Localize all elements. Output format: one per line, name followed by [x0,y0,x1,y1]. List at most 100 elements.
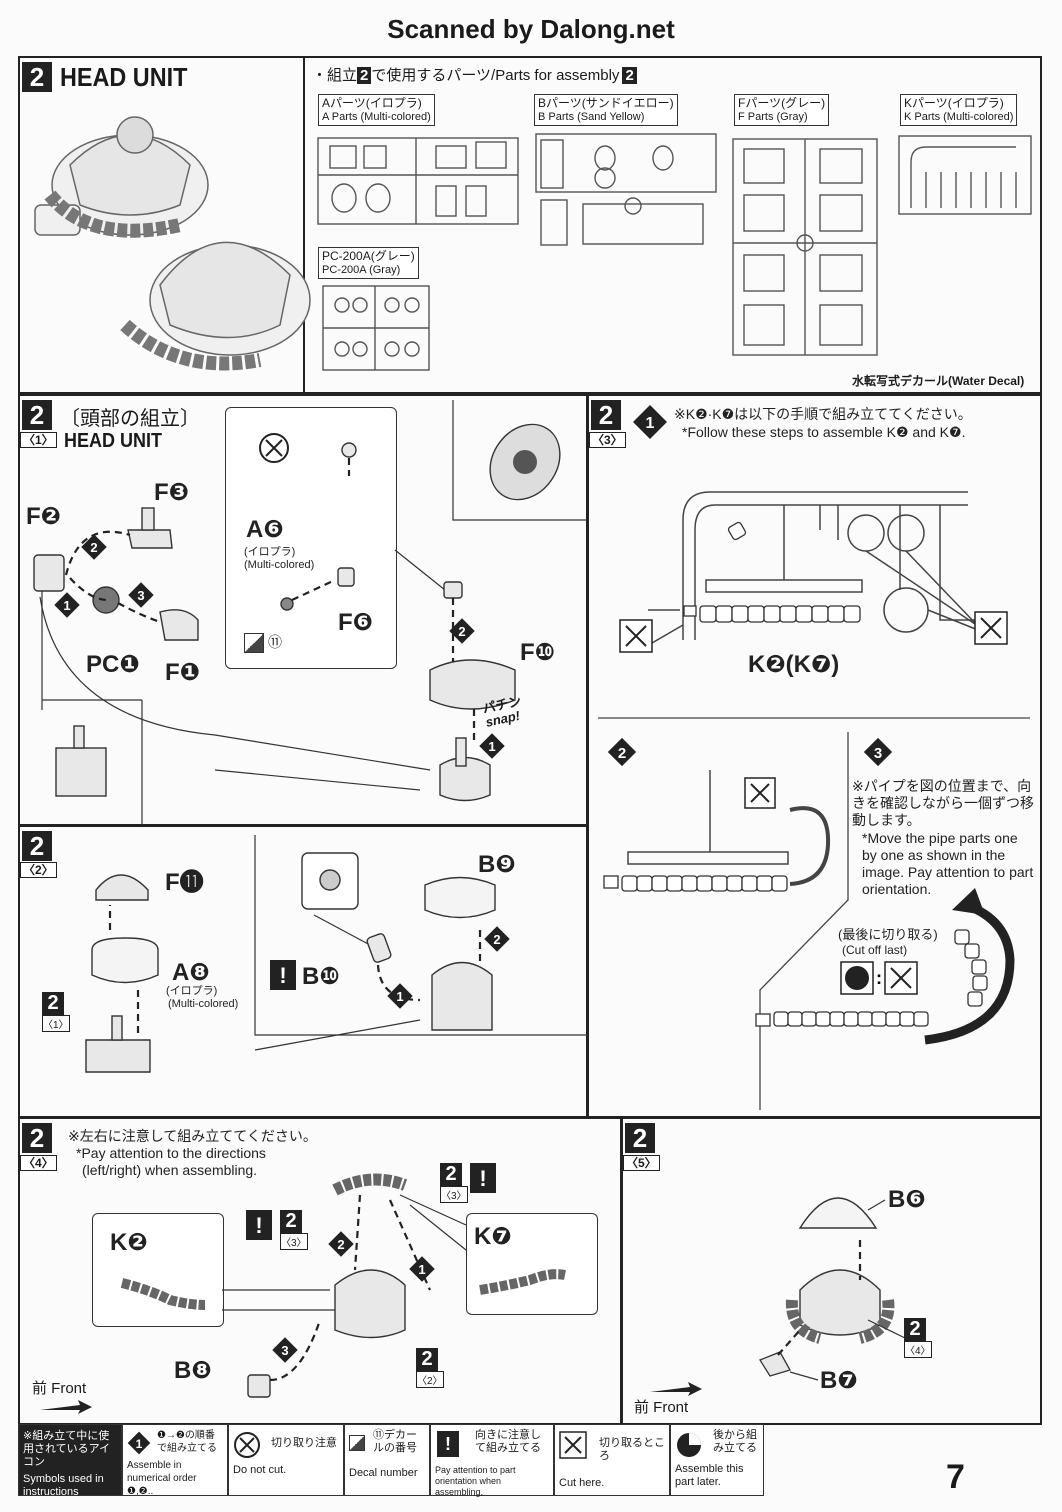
svg-text:!: ! [279,963,286,988]
svg-text:3: 3 [874,745,882,762]
step-2-4-note-jp: ※左右に注意して組み立ててください。 [68,1128,317,1144]
cut-last-jp: (最後に切り取る) [838,927,938,942]
svg-text:2: 2 [337,1237,344,1252]
step-2-3-badge: 2 [591,400,621,430]
a6-color-en: (Multi-colored) [244,559,315,571]
step-2-3-note-jp: ※K❷·K❼は以下の手順で組み立ててください。 [674,406,972,422]
step-3-note-jp: ※パイプを図の位置まで、向きを確認しながら一個ずつ移動します。 [852,778,1034,828]
step-2-5-badge: 2 [625,1123,655,1153]
step-2-4-note-en-2: (left/right) when assembling. [82,1162,258,1178]
head-unit-illustration [34,116,311,371]
runner-a-label: Aパーツ(イロプラ)A Parts (Multi-colored) [318,94,435,126]
runner-b-label: Bパーツ(サンドイエロー)B Parts (Sand Yellow) [534,94,678,126]
svg-text:1: 1 [646,415,655,432]
front-label-2-5: 前 Front [634,1399,689,1416]
runner-f-drawing [732,138,878,356]
step-2-5-panel [621,1117,1042,1425]
page-number: 7 [946,1458,965,1496]
step-2-5-substep: 〈5〉 [623,1155,660,1171]
svg-text:2: 2 [493,932,500,947]
step-2-1-title-en: HEAD UNIT [64,430,163,452]
cut-here-icon [559,1431,587,1459]
a6-color-jp: (イロプラ) [244,546,296,558]
svg-text:1: 1 [488,739,495,754]
step-2-4-badge: 2 [22,1123,52,1153]
svg-text:2: 2 [618,745,626,762]
step-2-1-badge: 2 [22,400,52,430]
decal-swatch [244,633,264,653]
runner-pc-drawing [322,285,430,371]
assemble-later-icon [677,1433,701,1457]
do-not-cut-legend-icon [234,1432,260,1458]
label-f2: F❷ [26,503,61,530]
step-3-note-en: *Move the pipe parts one by one as shown… [862,830,1034,897]
legend-orientation: ! 向きに注意して組み立てる Pay attention to part ori… [430,1424,554,1497]
parts-step-badge-2: 2 [622,67,637,84]
legend-do-not-cut: 切り取り注意 Do not cut. [228,1424,344,1496]
step-2-1-title-jp: 〔頭部の組立〕 [60,408,200,430]
label-a6: A❻ [246,516,284,543]
label-a8: A❽ [172,959,210,986]
label-f6: F❻ [338,609,373,636]
label-b9: B❾ [478,851,516,878]
runner-f-label: Fパーツ(グレー)F Parts (Gray) [734,94,830,126]
decal-number-11: ⑪ [268,634,282,650]
runner-pc-label: PC-200A(グレー)PC-200A (Gray) [318,247,419,279]
orientation-icon: ! [437,1431,459,1457]
label-b10: B❿ [302,963,340,990]
label-b8: B❽ [174,1357,212,1384]
label-f11: F⓫ [165,869,204,896]
numerical-order-icon: 1 [127,1431,151,1455]
label-f1: F❶ [165,659,200,686]
svg-text:1: 1 [396,989,403,1004]
front-label-2-4: 前 Front [32,1380,87,1397]
svg-text:3: 3 [281,1343,288,1358]
section-divider [303,57,305,393]
step-2-3-note-en: *Follow these steps to assemble K❷ and K… [682,424,966,440]
decal-legend-swatch [349,1435,365,1451]
svg-text:1: 1 [63,598,70,613]
label-f3: F❸ [154,479,189,506]
label-f10: F❿ [520,639,555,666]
label-b7: B❼ [820,1367,858,1394]
do-not-cut-icon [259,433,289,463]
svg-text:1: 1 [418,1262,425,1277]
step-2-4-substep: 〈4〉 [20,1155,57,1171]
a8-color-en: (Multi-colored) [168,998,239,1010]
legend-numerical-order: 1 ❶→❷の順番で組み立てる Assemble in numerical ord… [122,1424,228,1497]
step-2-2-substep: 〈2〉 [20,862,57,878]
svg-text:1: 1 [136,1437,143,1451]
svg-text::: : [876,968,882,988]
label-b6: B❻ [888,1186,926,1213]
section-parts [18,56,1042,394]
label-k2: K❷ [110,1229,148,1256]
svg-text:3: 3 [137,588,144,603]
ref-2-3-b: 2 〈3〉 [280,1210,308,1250]
runner-k-drawing [898,135,1032,215]
svg-text:2: 2 [458,624,465,639]
svg-text:2: 2 [90,540,97,555]
step-2-2-badge: 2 [22,831,52,861]
cut-last-en: (Cut off last) [842,943,908,957]
runner-k-label: Kパーツ(イロプラ)K Parts (Multi-colored) [900,94,1018,126]
svg-text:!: ! [255,1213,262,1238]
step-marker-1: 1 [633,405,667,439]
step-2-3-substep: 〈3〉 [589,432,626,448]
ref-2-3-a: 2 〈3〉 [440,1163,468,1203]
scan-credit: Scanned by Dalong.net [387,14,675,44]
ref-2-1: 2 〈1〉 [42,992,70,1032]
label-k2-k7: K❷(K❼) [748,651,840,678]
section-title: HEAD UNIT [60,62,188,92]
parts-step-badge: 2 [357,67,372,84]
ref-2-2: 2 〈2〉 [416,1348,444,1388]
runner-a-drawing [317,137,519,225]
decal-note: 水転写式デカール(Water Decal) [852,374,1025,388]
svg-text:!: ! [479,1166,486,1191]
legend-assemble-later: 後から組み立てる Assemble this part later. [670,1424,764,1496]
